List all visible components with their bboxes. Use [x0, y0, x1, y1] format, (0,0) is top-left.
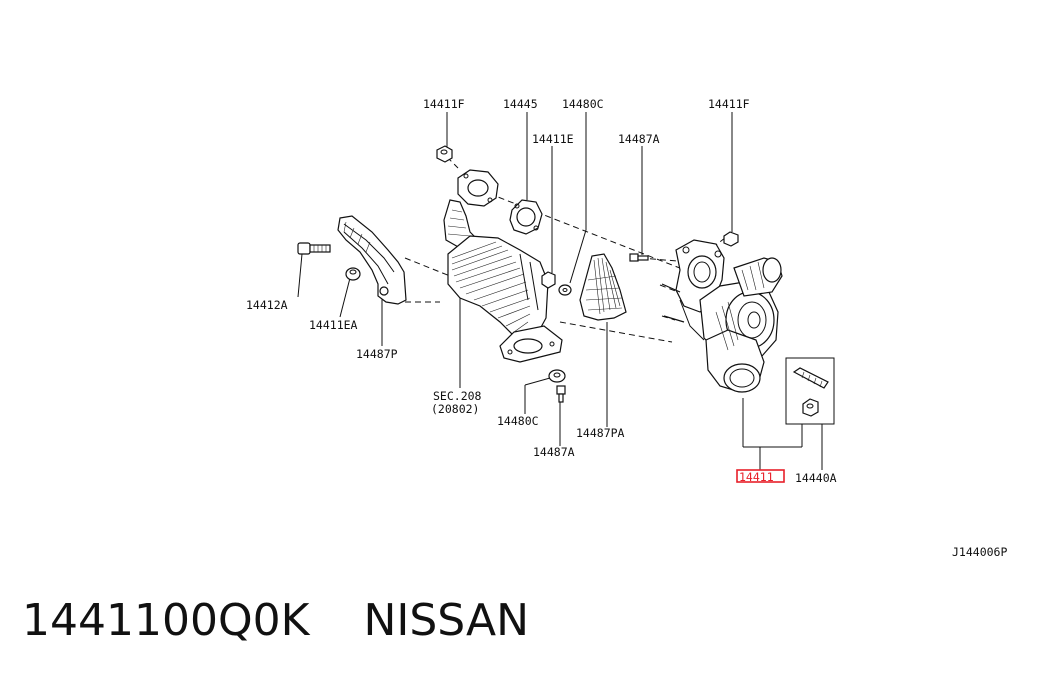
label-14487p[interactable]: 14487P — [356, 347, 398, 361]
bolt-14487a-bottom — [556, 385, 566, 403]
gasket-14445 — [509, 199, 543, 235]
washer-14480c-bottom — [548, 369, 566, 383]
footer-title: 1441100Q0K NISSAN — [22, 595, 529, 646]
label-14480c-bottom[interactable]: 14480C — [497, 414, 539, 428]
brand-name: NISSAN — [363, 595, 530, 646]
label-sec208-sub: (20802) — [431, 402, 479, 416]
label-14411f-left[interactable]: 14411F — [423, 97, 465, 111]
bolt-14412a — [297, 242, 331, 255]
part-number: 1441100Q0K — [22, 595, 310, 646]
label-14411e[interactable]: 14411E — [532, 132, 574, 146]
label-14412a[interactable]: 14412A — [246, 298, 288, 312]
label-sec208[interactable]: SEC.208 — [433, 389, 482, 403]
highlight-box[interactable] — [736, 469, 785, 483]
leader-lines — [297, 112, 823, 470]
nut-14411e — [541, 271, 556, 289]
diagram-reference-code: J144006P — [952, 545, 1007, 559]
assembly-dash-lines — [404, 149, 726, 343]
bracket-14487p — [337, 215, 407, 305]
nut-14411ea — [345, 267, 361, 281]
bolt-14487a-top — [629, 253, 649, 262]
catalyst-hatching — [451, 241, 539, 333]
label-14411ea[interactable]: 14411EA — [309, 318, 358, 332]
heat-shield-14487pa — [579, 253, 627, 321]
label-14440a[interactable]: 14440A — [795, 471, 837, 485]
label-14445[interactable]: 14445 — [503, 97, 538, 111]
label-14487a-top[interactable]: 14487A — [618, 132, 660, 146]
label-14487a-bottom[interactable]: 14487A — [533, 445, 575, 459]
label-14480c-top[interactable]: 14480C — [562, 97, 604, 111]
stud-nut-box — [785, 357, 835, 425]
part-labels: 14411F 14445 14480C 14411E 14487A 14411F… — [246, 97, 1007, 559]
turbocharger — [661, 231, 783, 393]
label-14411f-right[interactable]: 14411F — [708, 97, 750, 111]
catalyst-converter — [443, 169, 563, 363]
label-14487pa[interactable]: 14487PA — [576, 426, 625, 440]
washer-14480c-top — [558, 284, 572, 296]
nut-14411f-left — [436, 145, 453, 163]
label-14411[interactable]: 14411 — [739, 470, 774, 484]
